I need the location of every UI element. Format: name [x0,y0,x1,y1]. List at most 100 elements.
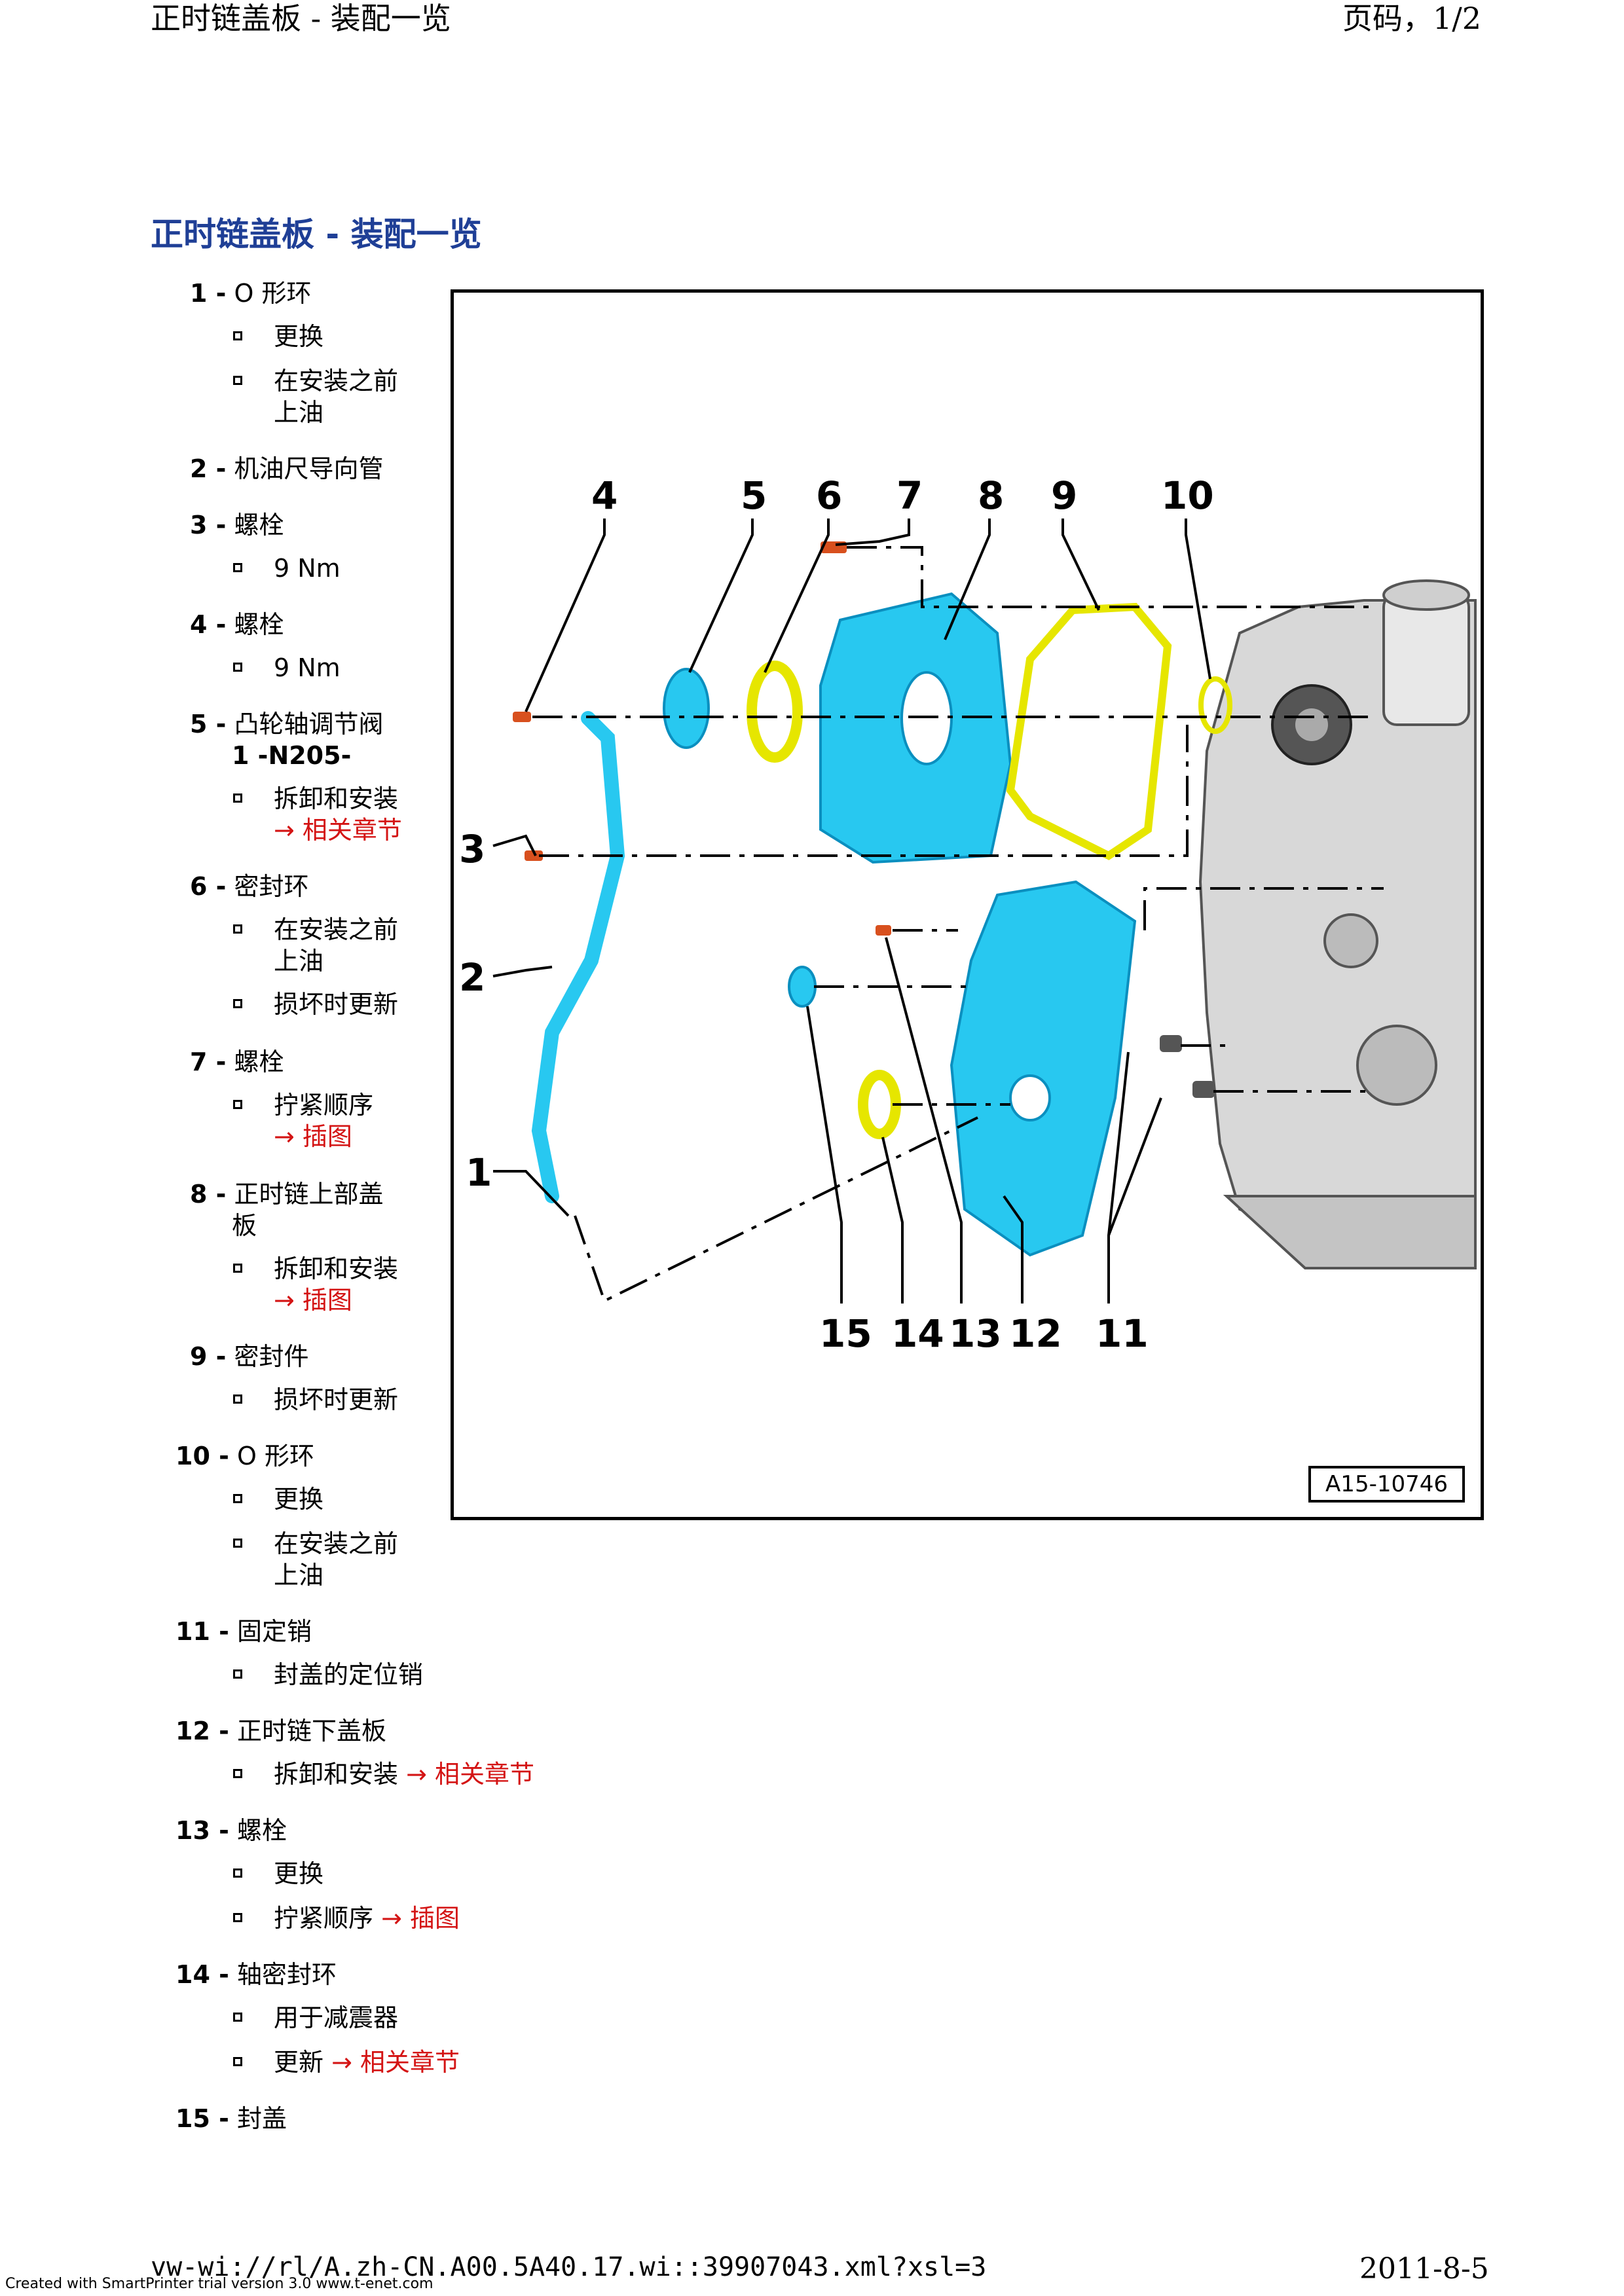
sealing-cap-illustration [788,966,817,1008]
checkbox-bullet-icon [233,663,242,672]
callout-label-12: 12 [1009,1311,1062,1356]
related-chapter-link[interactable]: → 相关章节 [331,2048,460,2077]
checkbox-bullet-icon [233,1100,242,1109]
checkbox-bullet-icon [233,1913,242,1922]
part-1-note-2: 在安装之前上油 [233,365,398,428]
seal-ring-6-illustration [747,661,803,763]
part-10: 10 - O 形环 [175,1442,314,1470]
checkbox-bullet-icon [233,1769,242,1778]
header-page-number: 页码，1/2 [1342,1,1482,36]
part-1: 1 - O 形环 [190,278,312,309]
footer-url: vw-wi://rl/A.zh-CN.A00.5A40.17.wi::39907… [151,2252,987,2282]
checkbox-bullet-icon [233,999,242,1008]
callout-label-14: 14 [891,1311,944,1356]
part-6-note-2: 损坏时更新 [233,989,398,1020]
part-5-note-1: 拆卸和安装→ 相关章节 [233,783,402,846]
checkbox-bullet-icon [233,331,242,340]
checkbox-bullet-icon [233,1539,242,1548]
checkbox-bullet-icon [233,376,242,385]
part-8-note-1: 拆卸和安装→ 插图 [233,1253,398,1316]
document-title: 正时链盖板 - 装配一览 [151,215,482,253]
checkbox-bullet-icon [233,563,242,572]
related-chapter-link[interactable]: → 相关章节 [406,1760,535,1789]
exploded-view-figure: 4 5 6 7 8 9 10 3 2 1 15 14 13 12 11 A15-… [451,289,1484,1520]
callout-label-11: 11 [1096,1311,1149,1356]
part-8: 8 - 正时链上部盖 板 [190,1180,384,1240]
part-13-note-1: 更换 [233,1858,323,1889]
part-14-note-1: 用于减震器 [233,2002,398,2033]
checkbox-bullet-icon [233,1669,242,1679]
bolt-13-illustration [876,925,891,936]
checkbox-bullet-icon [233,2013,242,2022]
part-13: 13 - 螺栓 [175,1816,287,1845]
part-7-note-1: 拧紧顺序→ 插图 [233,1089,373,1152]
part-14: 14 - 轴密封环 [175,1960,337,1989]
callout-label-1: 1 [466,1150,492,1195]
part-6-note-1: 在安装之前上油 [233,914,398,977]
shaft-seal-14-illustration [858,1070,901,1139]
checkbox-bullet-icon [233,793,242,803]
callout-label-2: 2 [459,955,485,1000]
gasket-illustration [1006,602,1172,860]
camshaft-valve-illustration [663,668,710,749]
leader-lines [492,519,1211,1303]
callout-label-10: 10 [1161,473,1214,518]
dowel-pin-illustration [1160,1035,1182,1052]
part-name: O 形环 [234,279,312,308]
part-11-note-1: 封盖的定位销 [233,1659,423,1690]
assembly-guide-lines [532,546,1384,1303]
callout-label-9: 9 [1051,473,1077,518]
part-10-note-2: 在安装之前上油 [233,1528,398,1591]
part-1-note-1: 更换 [233,321,323,352]
figure-reference-number: A15-10746 [1308,1466,1465,1503]
checkbox-bullet-icon [233,2057,242,2066]
checkbox-bullet-icon [233,1394,242,1404]
checkbox-bullet-icon [233,1494,242,1503]
part-12-note-1: 拆卸和安装 → 相关章节 [233,1758,535,1790]
part-10-note-1: 更换 [233,1484,323,1515]
part-3-note-1: 9 Nm [233,553,341,584]
callout-label-4: 4 [591,473,618,518]
figure-link[interactable]: → 插图 [381,1904,460,1933]
callout-label-8: 8 [978,473,1004,518]
part-4-note-1: 9 Nm [233,652,341,683]
part-3: 3 - 螺栓 [190,511,284,539]
part-6: 6 - 密封环 [190,872,309,901]
figure-link[interactable]: → 插图 [274,1122,352,1151]
part-2: 2 - 机油尺导向管 [190,454,384,483]
checkbox-bullet-icon [233,924,242,934]
o-ring-10-illustration [1198,676,1232,734]
part-7: 7 - 螺栓 [190,1048,284,1076]
part-9-note-1: 损坏时更新 [233,1384,398,1415]
part-4: 4 - 螺栓 [190,610,284,639]
part-13-note-2: 拧紧顺序 → 插图 [233,1903,460,1934]
exploded-view-drawing: 4 5 6 7 8 9 10 3 2 1 15 14 13 12 11 [459,473,1477,1356]
related-chapter-link[interactable]: → 相关章节 [274,816,402,845]
footer-watermark: Created with SmartPrinter trial version … [5,2276,434,2292]
part-9: 9 - 密封件 [190,1342,309,1371]
callout-label-5: 5 [741,473,767,518]
engine-block-illustration [1198,579,1477,1269]
header-title: 正时链盖板 - 装配一览 [151,1,451,36]
bolt-3-illustration [525,850,543,861]
lower-timing-cover-illustration [950,880,1137,1257]
callout-label-15: 15 [819,1311,872,1356]
part-number: 1 - [190,279,227,308]
dowel-pin-illustration-2 [1192,1081,1215,1098]
part-12: 12 - 正时链下盖板 [175,1717,386,1745]
callout-label-13: 13 [949,1311,1002,1356]
part-11: 11 - 固定销 [175,1617,312,1646]
footer-date: 2011-8-5 [1359,2252,1489,2286]
figure-link[interactable]: → 插图 [274,1286,352,1315]
bolt-4-illustration [513,712,531,722]
part-15: 15 - 封盖 [175,2104,287,2133]
callout-label-6: 6 [816,473,842,518]
part-14-note-2: 更新 → 相关章节 [233,2047,460,2078]
dipstick-tube-illustration [531,711,625,1203]
callout-label-3: 3 [459,827,485,871]
part-5: 5 - 凸轮轴调节阀 1 -N205- [190,710,384,770]
upper-timing-cover-illustration [819,592,1012,864]
checkbox-bullet-icon [233,1868,242,1878]
callout-label-7: 7 [896,473,923,518]
checkbox-bullet-icon [233,1264,242,1273]
